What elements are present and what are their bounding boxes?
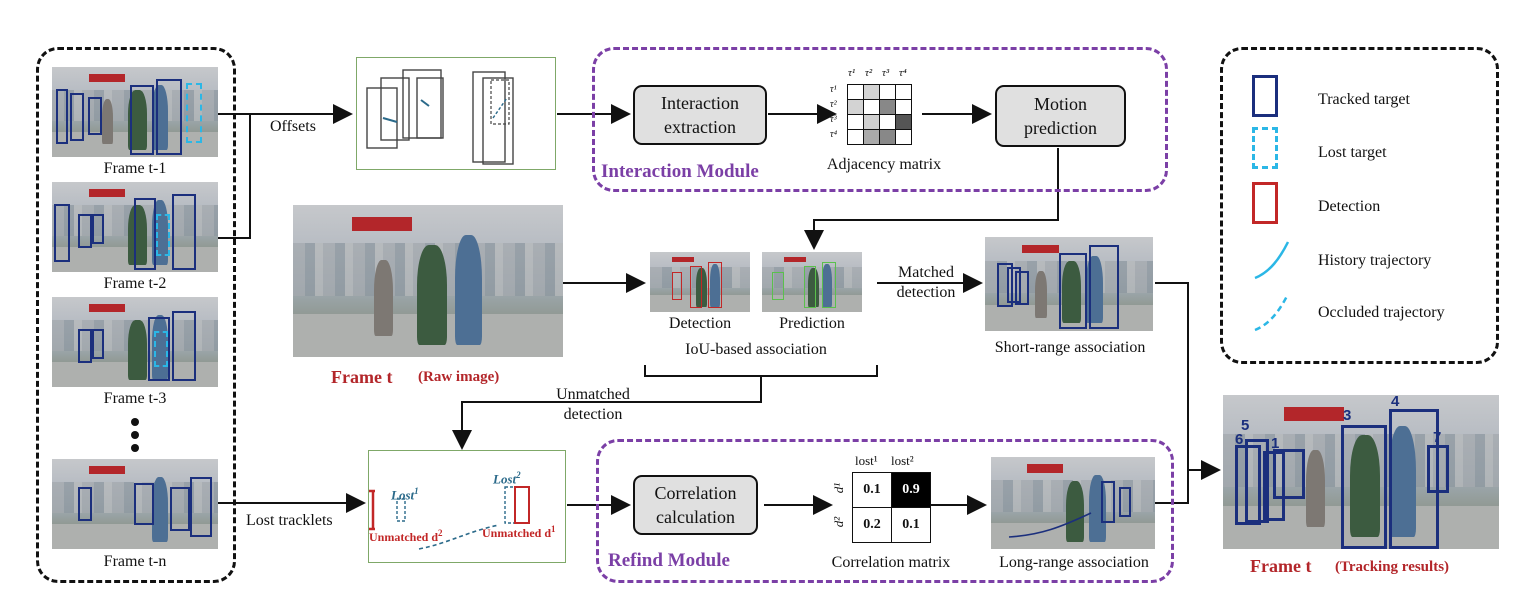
- detection-swatch: [1252, 182, 1278, 224]
- adjacency-matrix: [847, 84, 912, 145]
- unmatched-d2-label: Unmatched d2: [369, 528, 443, 544]
- tracked-target-swatch: [1252, 75, 1278, 117]
- refind-module-group: [596, 439, 1174, 583]
- offsets-label: Offsets: [270, 118, 316, 135]
- iou-association-caption: IoU-based association: [685, 341, 827, 358]
- frame-t-tracking-title: Frame t: [1250, 556, 1312, 576]
- corr-col-header-1: lost¹: [855, 453, 878, 468]
- refind-module-title: Refind Module: [608, 550, 730, 571]
- lost-tracklet-drawing: [369, 486, 530, 550]
- corr-cell: 0.9: [891, 472, 931, 508]
- tracking-results-caption: (Tracking results): [1335, 559, 1450, 575]
- corr-cell: 0.2: [852, 507, 892, 543]
- raw-image: [293, 205, 563, 357]
- frame-t-raw-title: Frame t: [331, 367, 393, 387]
- detection-caption: Detection: [668, 315, 732, 332]
- lost-target-swatch: [1252, 127, 1278, 169]
- interaction-module-group: [592, 47, 1168, 192]
- offsets-panel: [356, 57, 556, 170]
- long-range-caption: Long-range association: [999, 554, 1149, 571]
- corr-row-header-2: d²: [831, 516, 847, 528]
- prediction-thumbnail: [762, 252, 862, 312]
- frame-t-1-image: [52, 67, 218, 157]
- frame-t-2-image: [52, 182, 218, 272]
- interaction-module-title: Interaction Module: [601, 161, 759, 182]
- adjacency-row-headers: τ¹ τ² τ³ τ⁴: [830, 84, 838, 140]
- legend-group: [1220, 47, 1499, 364]
- detection-thumbnail: [650, 252, 750, 312]
- corr-cell: 0.1: [891, 507, 931, 543]
- adjacency-matrix-caption: Adjacency matrix: [826, 156, 942, 173]
- frame-t-3-image: [52, 297, 218, 387]
- lost-tracklets-label: Lost tracklets: [246, 512, 333, 529]
- corr-row-header-1: d¹: [831, 482, 847, 494]
- lost1-label: Lost1: [391, 486, 419, 503]
- frame-t-n-image: [52, 459, 218, 549]
- long-range-image: [991, 457, 1155, 549]
- frame-t-3-caption: Frame t-3: [103, 390, 167, 407]
- ellipsis-dots: [131, 418, 141, 456]
- unmatched-detection-label: Unmatched detection: [556, 386, 630, 423]
- short-range-caption: Short-range association: [994, 339, 1146, 356]
- legend-history-trajectory: History trajectory: [1318, 252, 1432, 269]
- tracking-results-image: 5 6 1 3 4 7: [1223, 395, 1499, 549]
- prediction-caption: Prediction: [779, 315, 845, 332]
- unmatched-d1-label: Unmatched d1: [482, 524, 556, 540]
- lost2-label: Lost2: [493, 470, 521, 487]
- matched-detection-label: Matched detection: [896, 264, 956, 301]
- correlation-calculation-box: Correlation calculation: [633, 475, 758, 535]
- offset-boxes-drawing: [366, 69, 514, 165]
- legend-lost-target: Lost target: [1318, 144, 1387, 161]
- corr-col-header-2: lost²: [891, 453, 914, 468]
- occluded-trajectory-swatch: [1254, 293, 1290, 332]
- short-range-image: [985, 237, 1153, 331]
- legend-occluded-trajectory: Occluded trajectory: [1318, 304, 1445, 321]
- corr-cell: 0.1: [852, 472, 892, 508]
- frame-t-1-caption: Frame t-1: [103, 160, 167, 177]
- motion-prediction-box: Motion prediction: [995, 85, 1126, 147]
- legend-detection: Detection: [1318, 198, 1381, 215]
- refind-panel: [368, 450, 566, 563]
- frame-history-group: [36, 47, 236, 583]
- correlation-matrix-caption: Correlation matrix: [831, 554, 951, 571]
- history-trajectory-swatch: [1254, 241, 1290, 280]
- frame-t-n-caption: Frame t-n: [103, 553, 167, 570]
- raw-image-caption: (Raw image): [418, 369, 500, 385]
- frame-t-2-caption: Frame t-2: [103, 275, 167, 292]
- legend-tracked-target: Tracked target: [1318, 91, 1410, 108]
- interaction-extraction-box: Interaction extraction: [633, 85, 767, 145]
